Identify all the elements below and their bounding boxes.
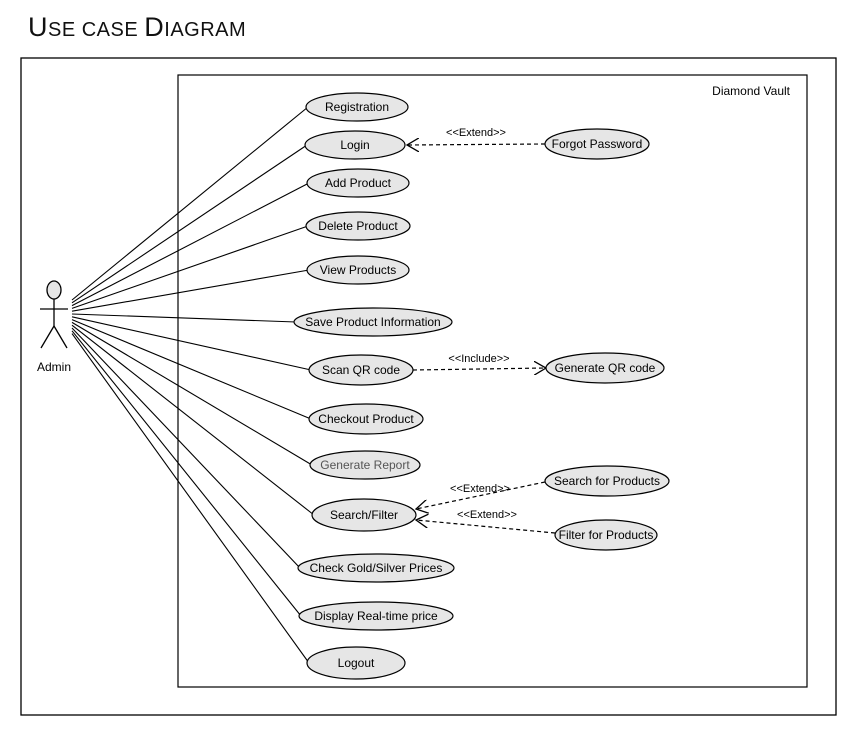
relation-forgot-password-to-login: <<Extend>> <box>407 127 546 145</box>
relation-label: <<Extend>> <box>457 509 517 521</box>
association-lines <box>71 106 315 664</box>
actor-right-leg <box>53 325 68 349</box>
association-login <box>71 144 308 304</box>
use-case-label: Generate Report <box>320 458 410 472</box>
association-display-real-time-price <box>71 330 302 617</box>
use-case-label: Display Real-time price <box>314 609 438 623</box>
use-case-check-gold-silver-prices: Check Gold/Silver Prices <box>297 553 455 583</box>
use-case-label: Search/Filter <box>330 508 398 522</box>
association-save-product-information <box>71 313 297 323</box>
association-search-filter <box>71 324 315 516</box>
use-case-label: Generate QR code <box>555 361 656 375</box>
association-generate-report <box>71 321 313 466</box>
dependency-relations: <<Extend>> <<Include>> <<Extend>> <<Extend>… <box>407 127 556 534</box>
actor-admin <box>40 280 68 349</box>
use-case-ellipse <box>554 519 658 551</box>
system-name: Diamond Vault <box>712 84 790 98</box>
use-case-ellipse <box>298 601 454 631</box>
relation-line <box>412 368 546 370</box>
use-case-generate-report: Generate Report <box>309 450 421 480</box>
relation-label: <<Extend>> <box>450 483 510 495</box>
relation-label: <<Include>> <box>448 353 509 365</box>
relation-line <box>416 520 556 534</box>
use-case-ellipse <box>309 450 421 480</box>
use-case-registration: Registration <box>305 92 409 122</box>
use-case-ellipse <box>297 553 455 583</box>
relation-filter-for-products-to-search-filter: <<Extend>> <box>416 509 556 534</box>
outer-frame <box>20 57 837 716</box>
association-logout <box>71 333 310 664</box>
use-case-checkout-product: Checkout Product <box>308 403 424 435</box>
association-view-products <box>71 269 310 312</box>
use-case-ellipse <box>305 211 411 241</box>
use-case-label: Registration <box>325 100 389 114</box>
use-case-login: Login <box>304 130 406 160</box>
relation-label: <<Extend>> <box>446 127 506 139</box>
association-delete-product <box>71 225 309 309</box>
use-case-logout: Logout <box>306 646 406 680</box>
relation-scan-qr-code-to-generate-qr-code: <<Include>> <box>412 353 546 370</box>
use-case-add-product: Add Product <box>306 168 410 198</box>
use-case-ellipse <box>293 307 453 337</box>
use-case-generate-qr-code: Generate QR code <box>545 352 665 384</box>
use-case-label: Search for Products <box>554 474 660 488</box>
use-case-save-product-information: Save Product Information <box>293 307 453 337</box>
use-case-label: Check Gold/Silver Prices <box>310 561 443 575</box>
use-case-ellipse <box>311 498 417 532</box>
use-case-scan-qr-code: Scan QR code <box>308 354 414 386</box>
use-case-label: View Products <box>320 263 396 277</box>
association-registration <box>71 106 309 301</box>
use-case-ellipse <box>544 128 650 160</box>
use-case-label: Checkout Product <box>318 412 414 426</box>
relation-line <box>407 144 546 145</box>
use-case-ellipse <box>545 352 665 384</box>
association-check-gold-silver-prices <box>71 327 301 569</box>
actor-left-leg <box>40 325 55 349</box>
relation-line <box>416 481 546 509</box>
use-case-ellipse <box>306 168 410 198</box>
use-case-ellipse <box>306 646 406 680</box>
use-case-ellipse <box>308 354 414 386</box>
use-case-ellipse <box>308 403 424 435</box>
association-scan-qr-code <box>71 316 312 371</box>
page-title: USE CASE DIAGRAM <box>28 12 247 42</box>
use-case-forgot-password: Forgot Password <box>544 128 650 160</box>
use-case-ellipse <box>544 465 670 497</box>
association-add-product <box>71 182 310 307</box>
actor-head <box>46 280 62 300</box>
use-case-label: Filter for Products <box>559 528 654 542</box>
use-case-ellipse <box>304 130 406 160</box>
use-case-search-for-products: Search for Products <box>544 465 670 497</box>
use-case-display-real-time-price: Display Real-time price <box>298 601 454 631</box>
use-case-delete-product: Delete Product <box>305 211 411 241</box>
use-case-ellipse <box>306 255 410 285</box>
use-case-label: Add Product <box>325 176 392 190</box>
use-case-label: Scan QR code <box>322 363 400 377</box>
use-case-filter-for-products: Filter for Products <box>554 519 658 551</box>
use-case-view-products: View Products <box>306 255 410 285</box>
relation-search-for-products-to-search-filter: <<Extend>> <box>416 481 546 509</box>
system-boundary <box>177 74 808 688</box>
use-case-label: Delete Product <box>318 219 398 233</box>
use-case-label: Save Product Information <box>305 315 440 329</box>
use-case-ellipse <box>305 92 409 122</box>
use-case-label: Login <box>340 138 369 152</box>
use-case-search-filter: Search/Filter <box>311 498 417 532</box>
association-checkout-product <box>71 319 312 420</box>
actor-label: Admin <box>37 360 71 374</box>
use-case-label: Logout <box>338 656 375 670</box>
use-case-label: Forgot Password <box>552 137 643 151</box>
